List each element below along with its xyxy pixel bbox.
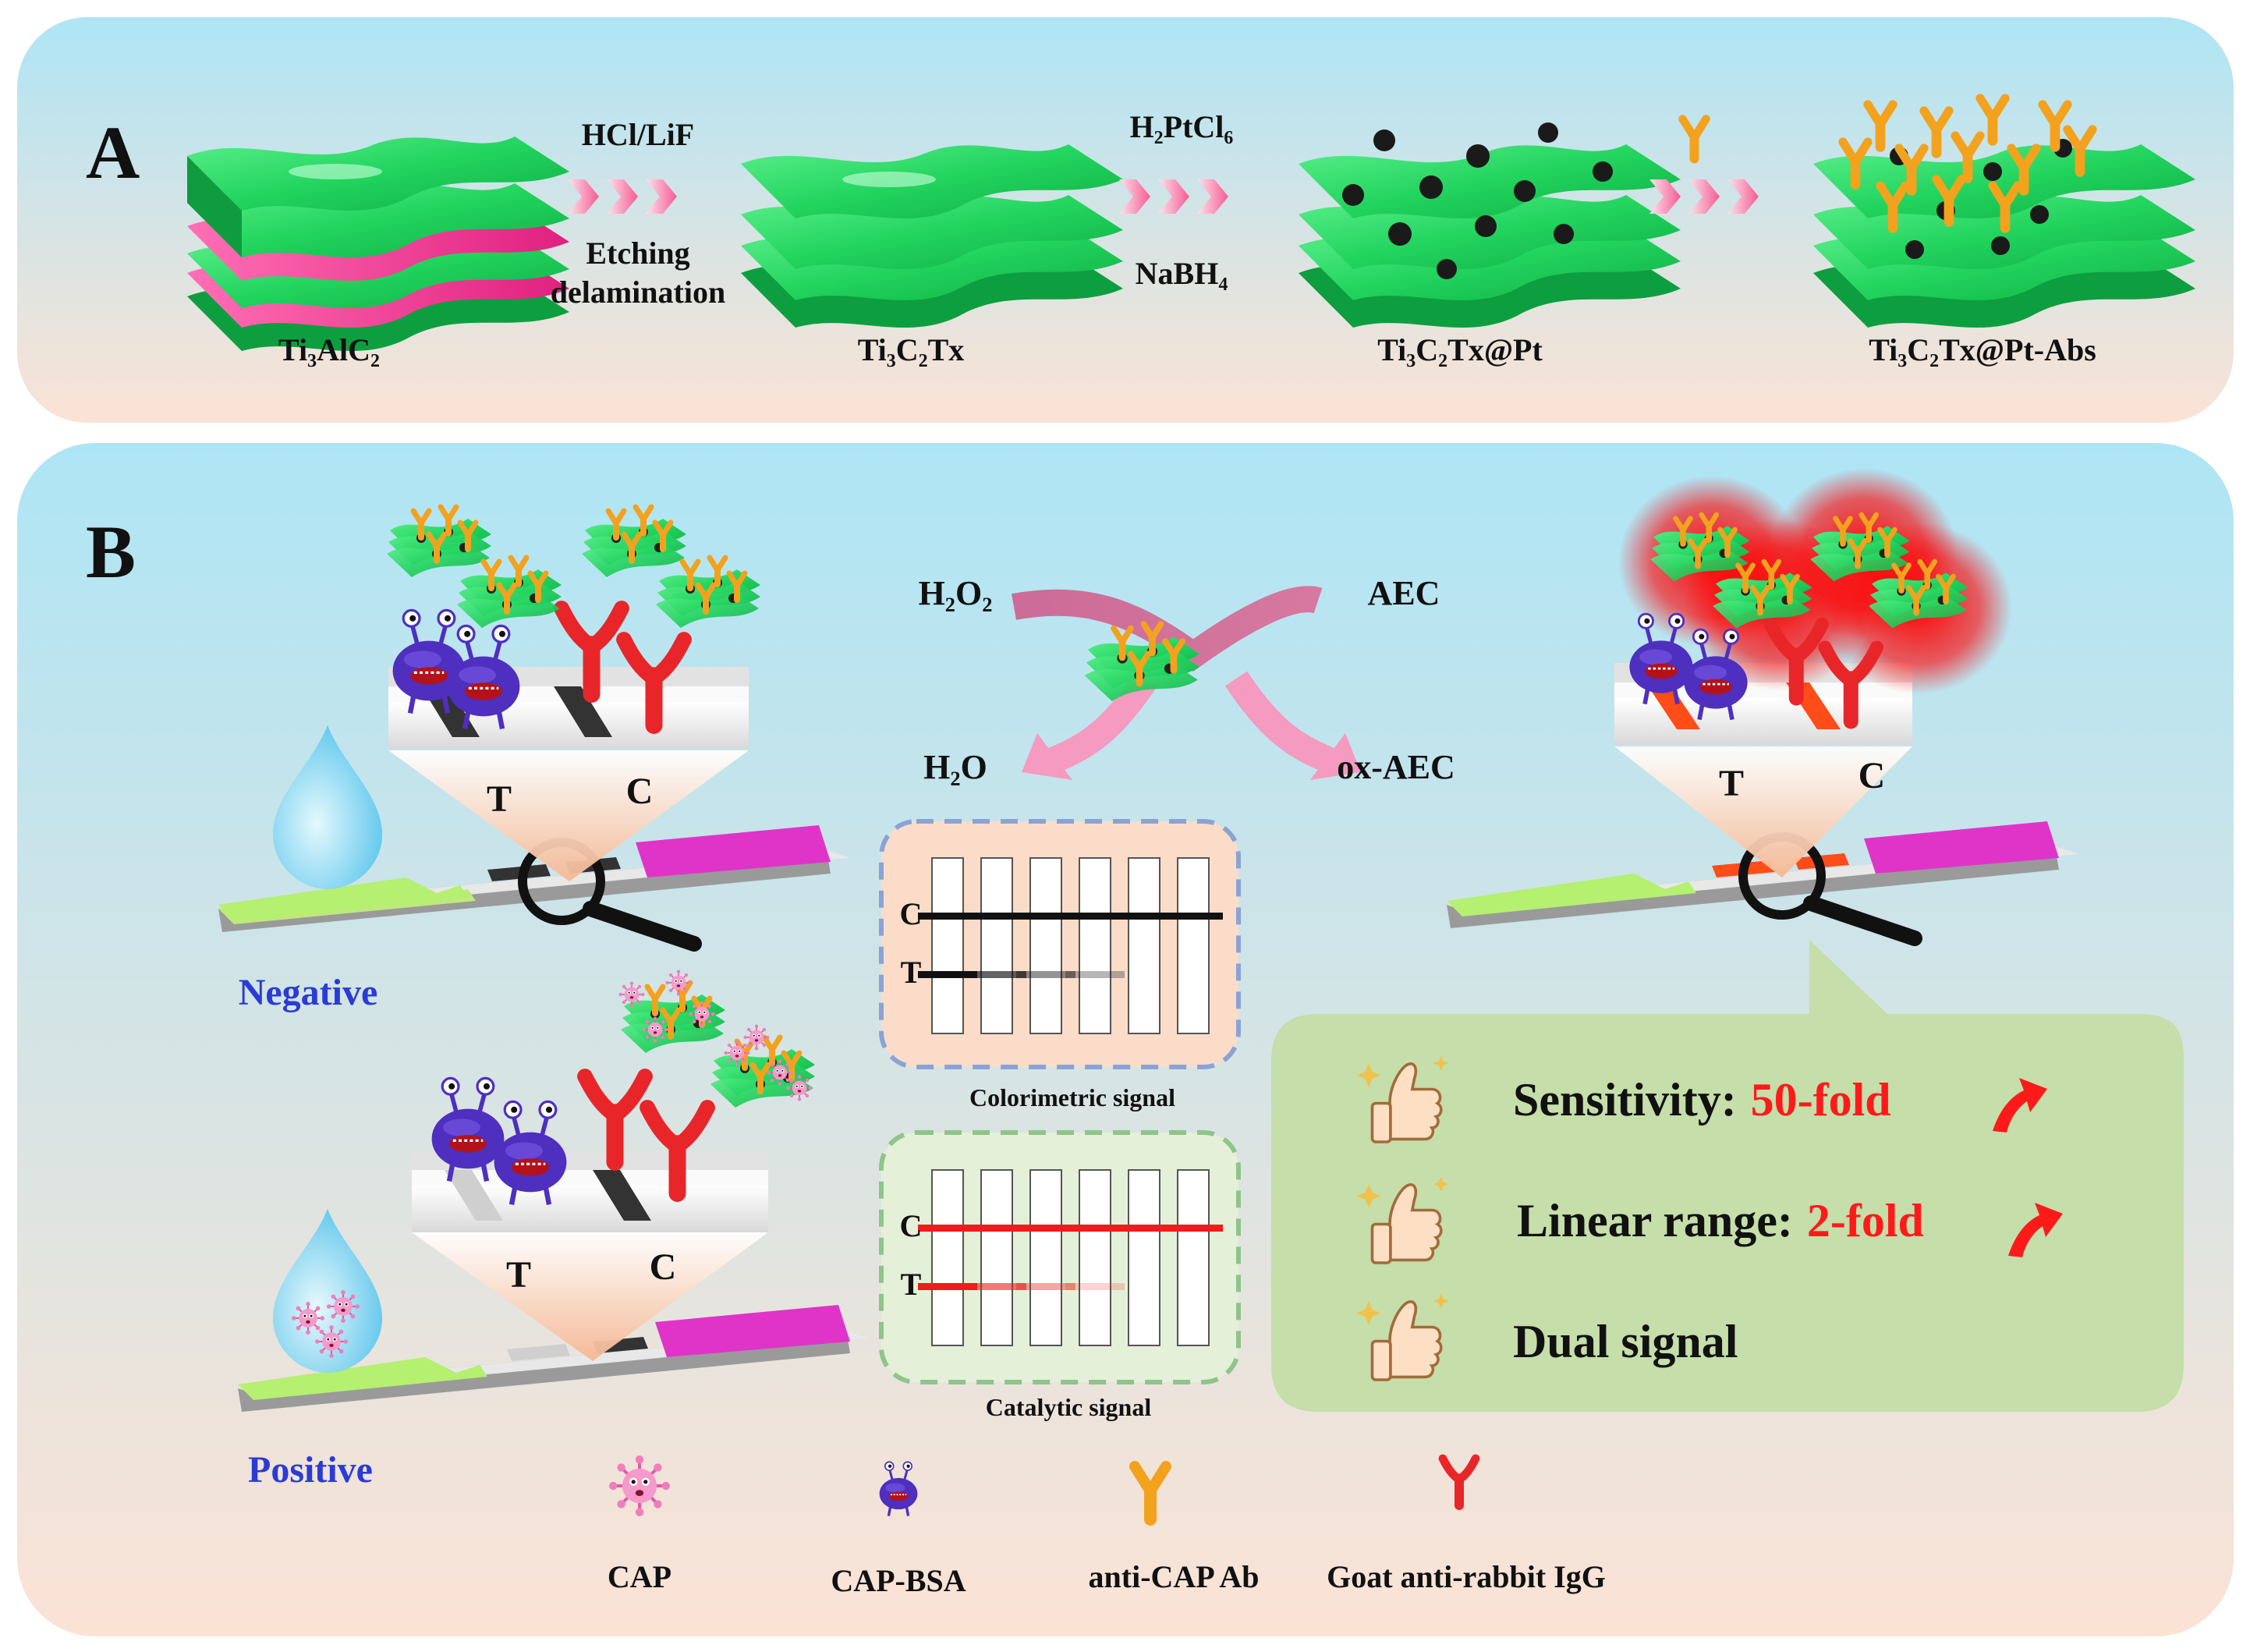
positive-c-label: C: [650, 1246, 677, 1288]
colorimetric-signal-panel: [881, 821, 1238, 1067]
catalytic-caption: Catalytic signal: [986, 1393, 1152, 1421]
panel-b-letter: B: [86, 510, 136, 594]
colorimetric-t-band: [1065, 971, 1125, 978]
colorimetric-strip: [1030, 858, 1061, 1033]
product-ox-aec-label: ox-AEC: [1337, 748, 1455, 786]
negative-c-label: C: [626, 771, 654, 812]
material-ti3c2tx-pt-label: Ti₃C₂Tx@Pt: [1377, 332, 1543, 367]
benefit-dual-signal: Dual signal: [1513, 1316, 1738, 1367]
benefit-sensitivity-label: Sensitivity:: [1513, 1074, 1737, 1126]
substrate-aec-label: AEC: [1368, 574, 1440, 612]
negative-label: Negative: [239, 972, 378, 1013]
catalytic-c-label: C: [900, 1208, 923, 1243]
colorimetric-strip: [932, 858, 963, 1033]
negative-t-label: T: [487, 778, 512, 820]
substrate-h2o2-label: H₂O₂: [919, 574, 993, 612]
product-h2o-label: H₂O: [923, 748, 987, 786]
positive-label: Positive: [248, 1449, 373, 1491]
catalytic-strip: [932, 1170, 963, 1345]
catalytic-strip: [1178, 1170, 1209, 1345]
enhanced-c-label: C: [1858, 755, 1886, 796]
colorimetric-strip: [1079, 858, 1111, 1033]
catalytic-strip: [1129, 1170, 1160, 1345]
material-ti3c2tx-label: Ti₃C₂Tx: [858, 332, 965, 367]
panel-a-letter: A: [86, 111, 140, 194]
catalytic-t-band: [1065, 1283, 1125, 1290]
legend-anti-cap-ab-label: anti-CAP Ab: [1089, 1559, 1260, 1594]
step1-process-label-2: delamination: [551, 275, 725, 310]
ti3alc2-stack: [187, 136, 569, 351]
step3-arrow: [1649, 179, 1759, 214]
step2-reductant-label: NaBH₄: [1136, 256, 1228, 291]
colorimetric-strip: [981, 858, 1012, 1033]
catalytic-signal-panel: [881, 1133, 1238, 1382]
catalytic-c-band: [1164, 1225, 1223, 1232]
catalytic-strip: [1079, 1170, 1111, 1345]
colorimetric-c-band: [1164, 913, 1223, 920]
benefit-linear-range-label: Linear range:: [1517, 1195, 1793, 1246]
benefit-sensitivity: Sensitivity: 50-fold: [1513, 1074, 1891, 1126]
legend-cap-bsa-label: CAP-BSA: [831, 1563, 966, 1598]
catalytic-strip: [1030, 1170, 1061, 1345]
step1-arrow: [568, 179, 677, 214]
step1-process-label-1: Etching: [586, 236, 689, 271]
legend-cap-label: CAP: [608, 1559, 671, 1594]
catalytic-t-label: T: [901, 1267, 922, 1302]
material-ti3c2tx-pt-abs-label: Ti₃C₂Tx@Pt-Abs: [1869, 332, 2096, 367]
material-ti3alc2-label: Ti₃AlC₂: [278, 332, 380, 367]
colorimetric-strip: [1178, 858, 1209, 1033]
benefit-linear-range-value: 2-fold: [1807, 1195, 1924, 1246]
step2-arrow: [1119, 179, 1228, 214]
enhanced-t-label: T: [1719, 763, 1744, 804]
step1-reagent-label: HCl/LiF: [582, 117, 694, 152]
colorimetric-caption: Colorimetric signal: [969, 1083, 1175, 1111]
benefit-linear-range: Linear range: 2-fold: [1517, 1195, 1924, 1246]
colorimetric-t-label: T: [901, 955, 922, 990]
colorimetric-strip: [1129, 858, 1160, 1033]
catalytic-strip: [981, 1170, 1012, 1345]
legend-goat-igg-label: Goat anti-rabbit IgG: [1327, 1559, 1606, 1594]
positive-t-label: T: [506, 1254, 531, 1296]
step2-reagent-label: H₂PtCl₆: [1130, 109, 1234, 144]
colorimetric-c-label: C: [900, 896, 923, 931]
benefit-sensitivity-value: 50-fold: [1751, 1074, 1891, 1126]
